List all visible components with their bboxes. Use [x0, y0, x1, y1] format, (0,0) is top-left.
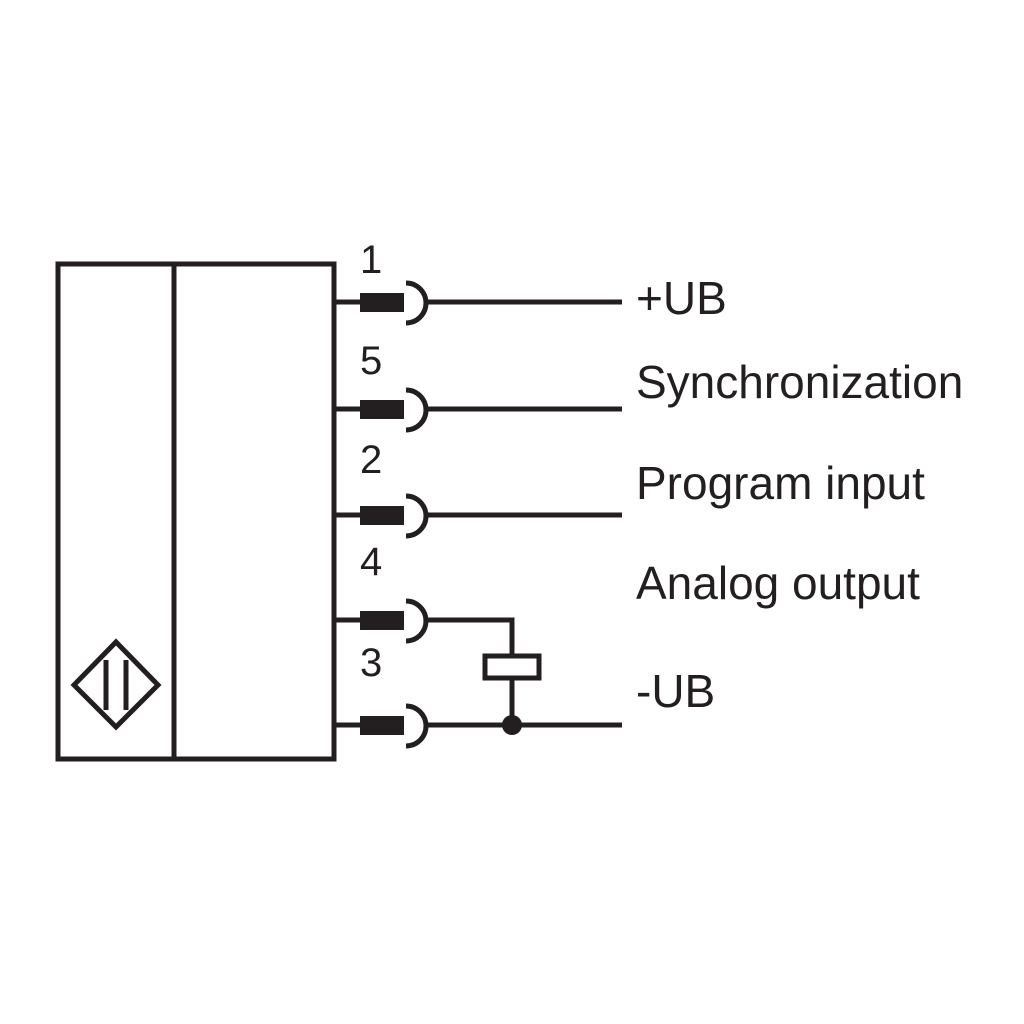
pin-4-number: 4 — [360, 540, 382, 584]
pin-1-label: +UB — [636, 272, 727, 324]
ultrasonic-sensor-diamond-icon — [70, 638, 162, 731]
pin-3-label: -UB — [636, 665, 715, 717]
pin-3-number: 3 — [360, 641, 382, 685]
pin-5-number: 5 — [360, 339, 382, 383]
pin-4-label: Analog output — [636, 557, 920, 609]
pin-5-label: Synchronization — [636, 356, 963, 408]
pin-1-connector — [334, 280, 622, 326]
pin-1-number: 1 — [360, 238, 382, 282]
pin-5-connector — [334, 387, 622, 433]
pin-2-connector — [334, 493, 622, 539]
pin-4-connector — [334, 598, 515, 656]
sensor-housing — [55, 261, 337, 762]
pin-3-connector — [334, 703, 622, 749]
pin-2-label: Program input — [636, 457, 925, 509]
pin-2-number: 2 — [360, 438, 382, 482]
